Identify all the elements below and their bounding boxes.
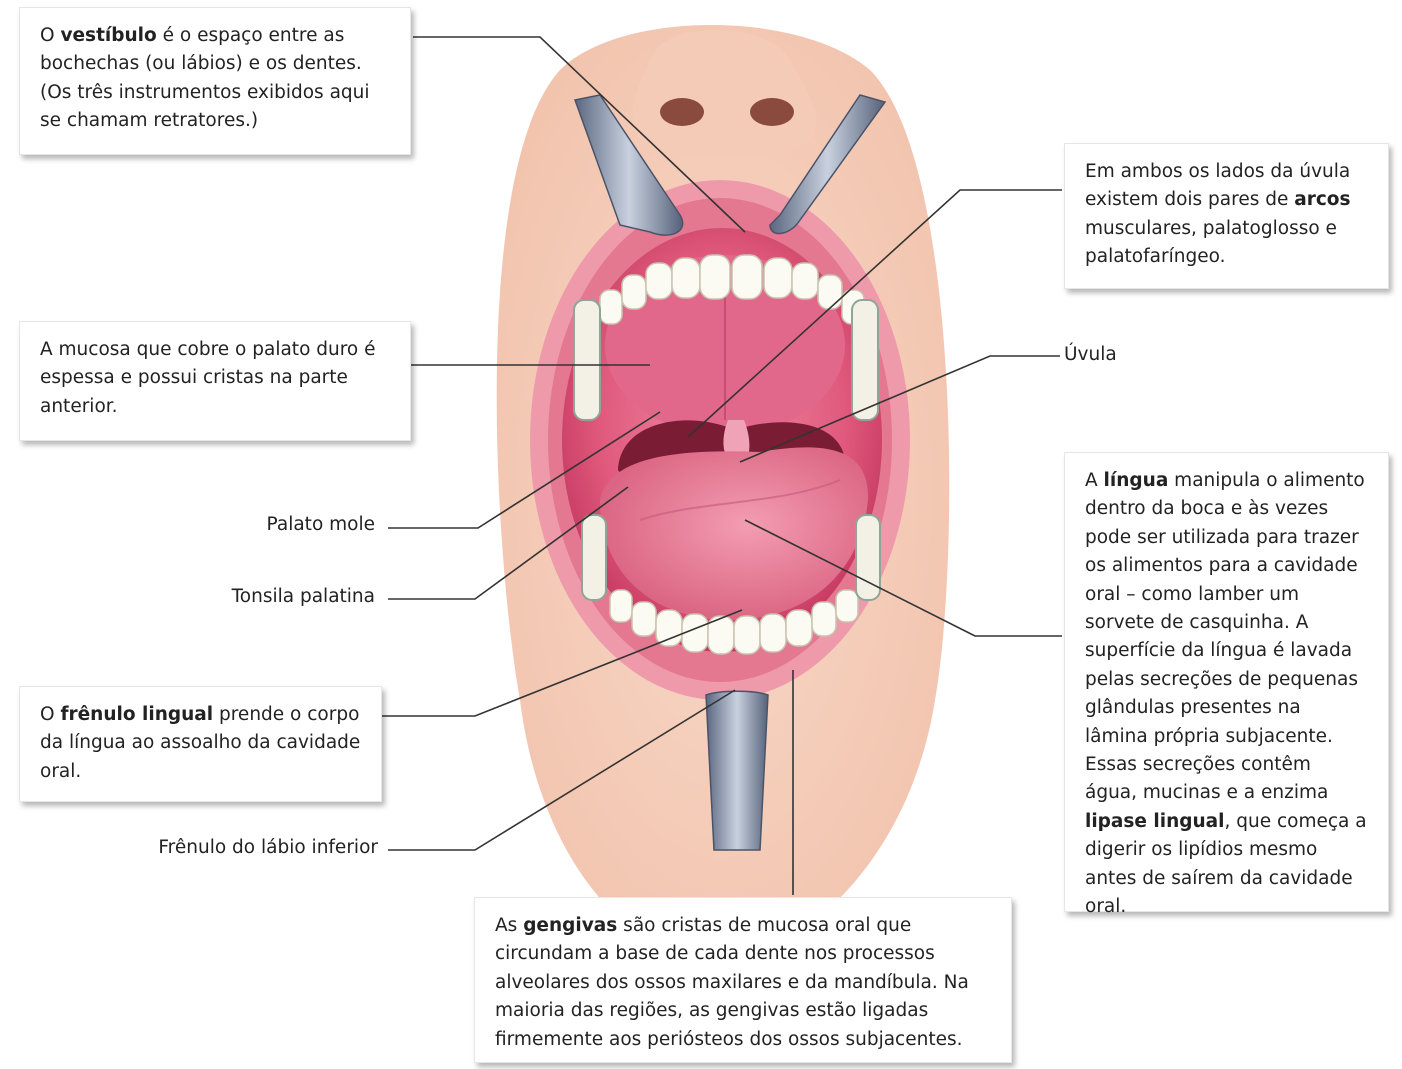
label-palato-mole: Palato mole	[267, 514, 375, 535]
retractor-bottom	[706, 691, 768, 850]
callout-text: A	[1085, 470, 1104, 491]
callout-term: gengivas	[523, 915, 617, 936]
callout-frenulo-lingual: O frênulo lingual prende o corpo da líng…	[19, 686, 382, 802]
callout-lingua: A língua manipula o alimento dentro da b…	[1064, 452, 1389, 912]
callout-text: manipula o alimento dentro da boca e às …	[1085, 470, 1365, 803]
callout-text: O	[40, 25, 60, 46]
callout-text: As	[495, 915, 523, 936]
callout-term: língua	[1104, 470, 1169, 491]
label-frenulo-labio-inferior: Frênulo do lábio inferior	[158, 837, 378, 858]
callout-text: A mucosa que cobre o palato duro é espes…	[40, 339, 376, 417]
callout-vestibulo: O vestíbulo é o espaço entre as bochecha…	[19, 7, 411, 155]
label-tonsila-palatina: Tonsila palatina	[232, 586, 375, 607]
callout-term: arcos	[1294, 189, 1350, 210]
callout-arcos: Em ambos os lados da úvula existem dois …	[1064, 143, 1389, 289]
callout-term: frênulo lingual	[60, 704, 213, 725]
callout-term: vestíbulo	[60, 25, 156, 46]
callout-text: O	[40, 704, 60, 725]
callout-palato-duro: A mucosa que cobre o palato duro é espes…	[19, 321, 411, 441]
nostril-right	[750, 98, 794, 126]
callout-gengivas: As gengivas são cristas de mucosa oral q…	[474, 897, 1012, 1063]
label-uvula: Úvula	[1064, 344, 1117, 365]
callout-term: lipase lingual	[1085, 811, 1225, 832]
nostril-left	[660, 98, 704, 126]
callout-text: musculares, palatoglosso e palatofarínge…	[1085, 218, 1337, 267]
